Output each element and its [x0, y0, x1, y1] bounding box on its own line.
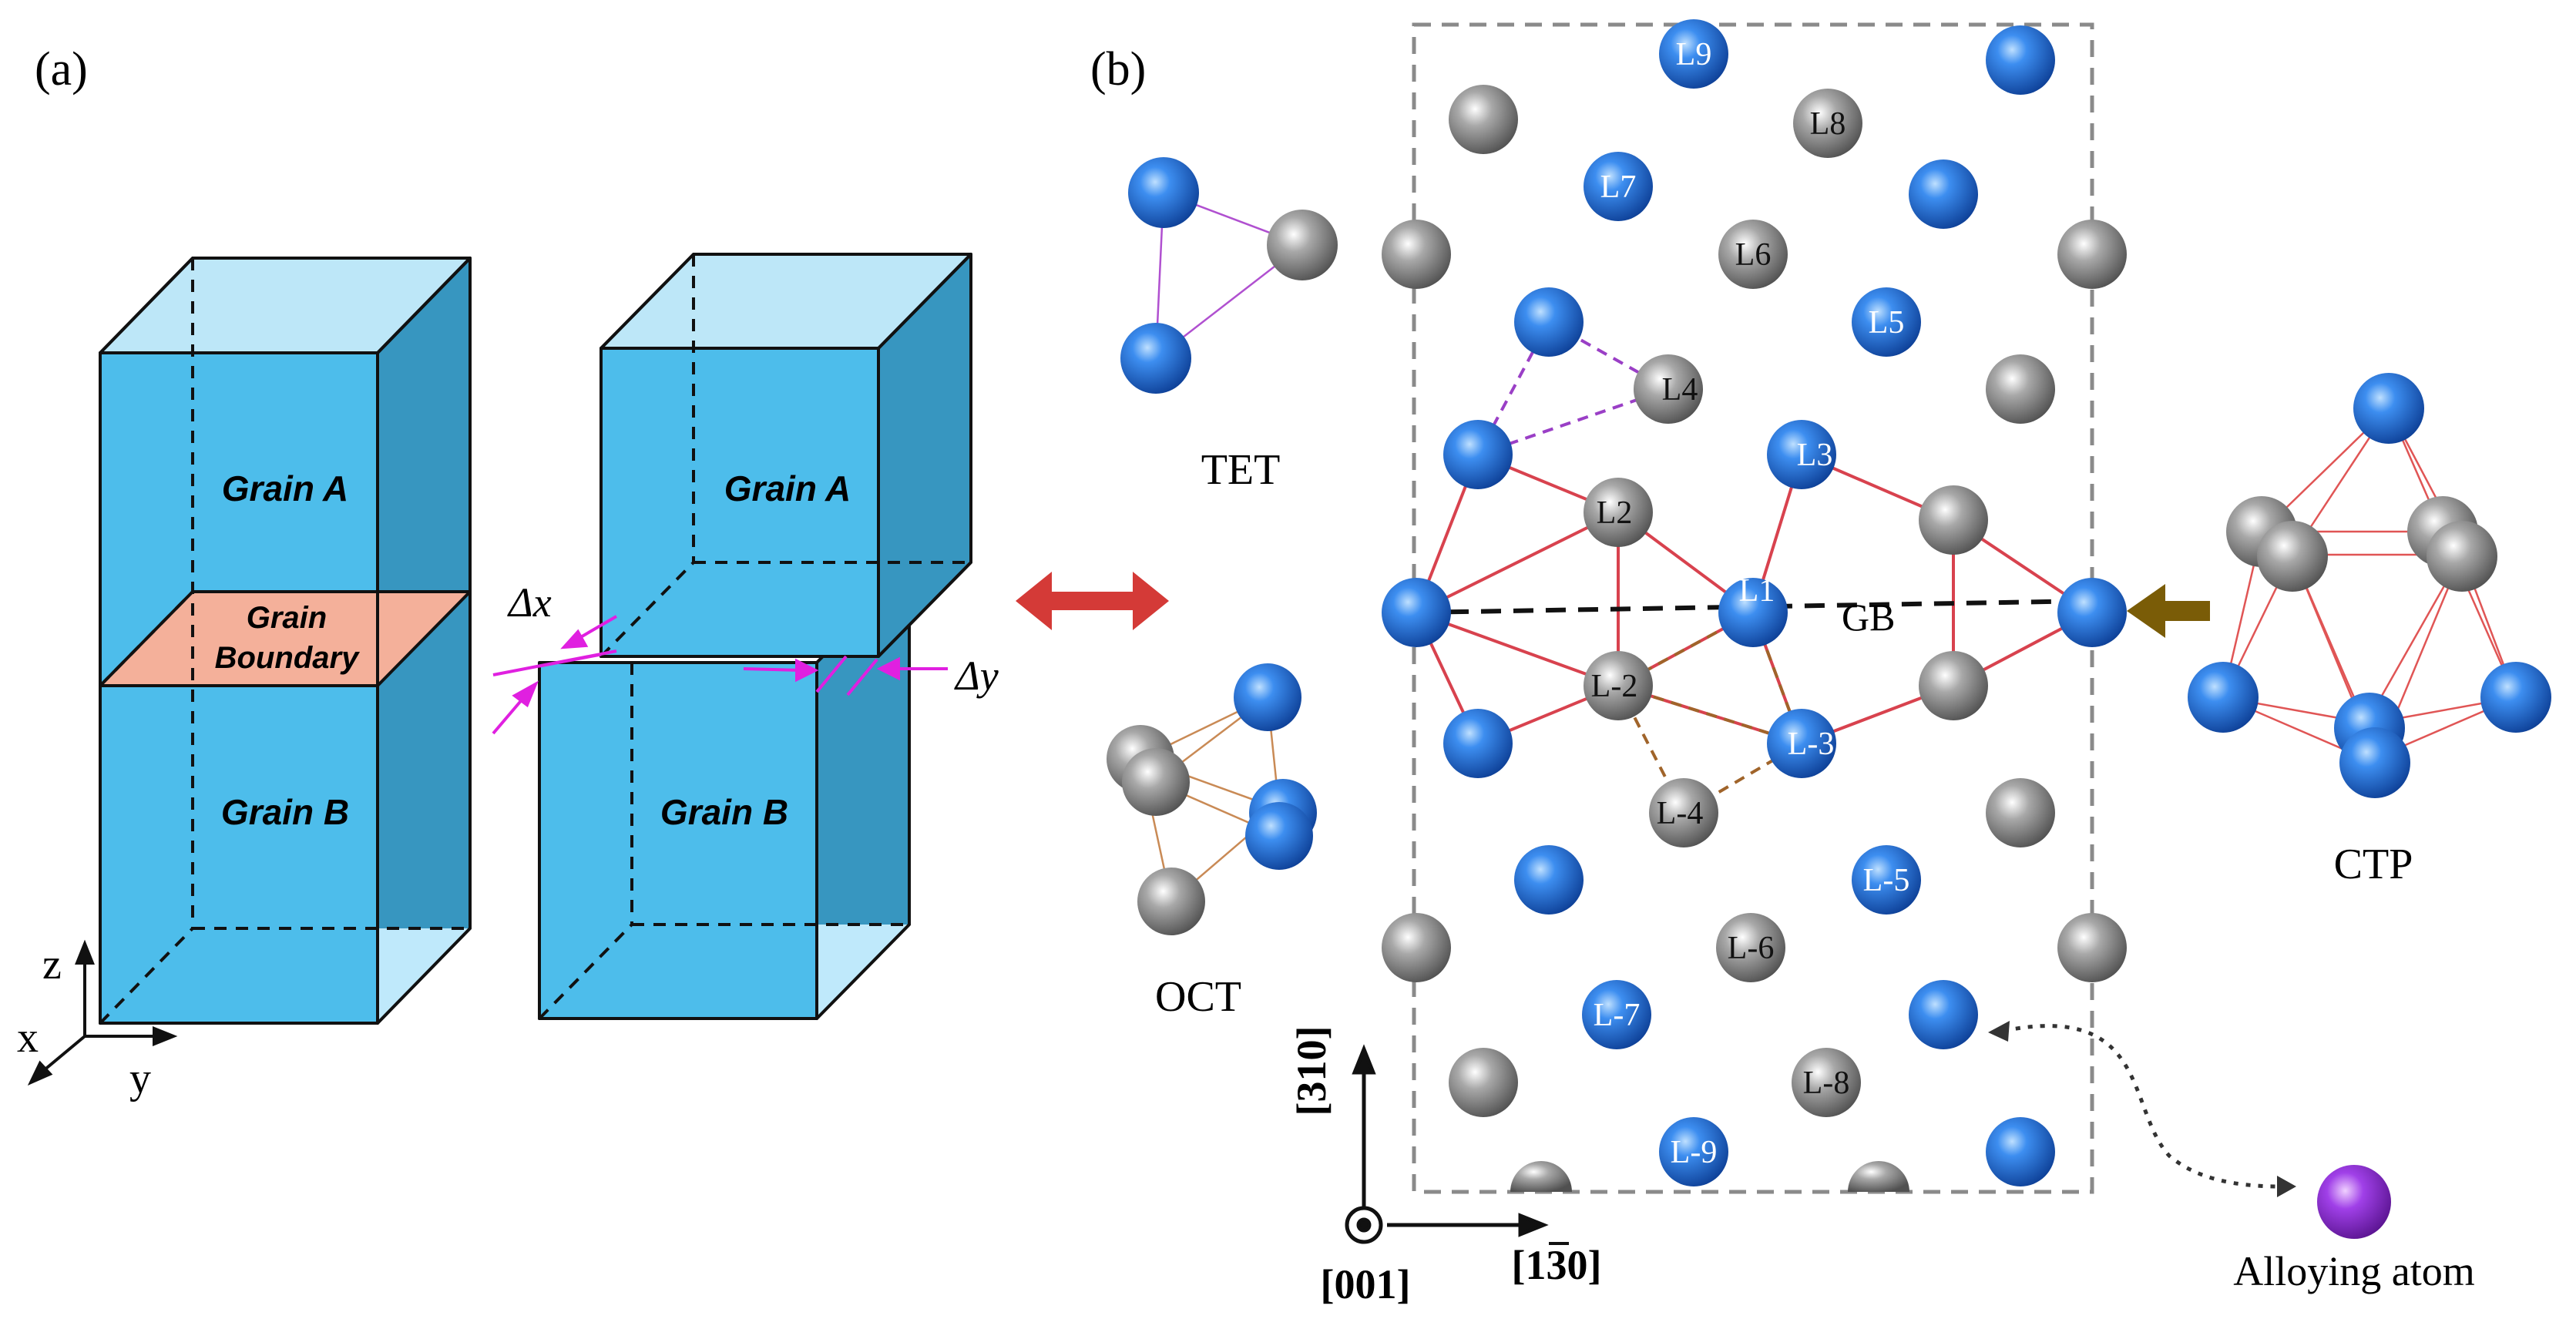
tet-label: TET [1201, 446, 1281, 494]
layer-label-l-5: L-5 [1863, 863, 1910, 898]
dir-310-label: [310] [1288, 1026, 1335, 1116]
right-grain-b-label: Grain B [660, 792, 788, 832]
double-arrow [1016, 572, 1169, 630]
layer-label-l-3: L-3 [1788, 727, 1835, 762]
gb-label: GB [1842, 596, 1895, 639]
oct-cluster [1107, 663, 1317, 935]
panel-b-label: (b) [1090, 43, 1146, 96]
coord-axes [27, 939, 178, 1086]
layer-label-l2: L2 [1597, 495, 1633, 531]
delta-x-label: Δx [507, 579, 552, 626]
right-prism-grain-b [538, 567, 911, 1020]
dir-001-label: [001] [1321, 1261, 1411, 1307]
layer-label-l-9: L-9 [1671, 1135, 1718, 1170]
gb-label-line1: Grain [247, 601, 327, 635]
layer-label-l-4: L-4 [1657, 796, 1704, 831]
alloy-pointer-head-left [1988, 1021, 2010, 1042]
layer-label-l7: L7 [1600, 169, 1637, 205]
oct-site-lines [1616, 610, 1805, 815]
right-prism-grain-a [539, 253, 972, 664]
ctp-cluster [2188, 373, 2551, 798]
panel-a-label: (a) [35, 43, 88, 96]
gb-label-line2: Boundary [215, 641, 360, 675]
axis-z-label: z [42, 941, 62, 988]
oct-label: OCT [1155, 973, 1241, 1021]
alloy-pointer [2003, 1024, 2282, 1189]
dir-130-label: [130] [1512, 1242, 1602, 1288]
alloying-atom [2317, 1165, 2391, 1239]
left-grain-b-label: Grain B [221, 792, 349, 832]
layer-label-l6: L6 [1735, 237, 1772, 273]
layer-label-l3: L3 [1797, 438, 1833, 473]
left-prism [99, 257, 472, 1025]
ctp-label: CTP [2334, 841, 2413, 888]
tet-cluster [1120, 157, 1338, 394]
layer-label-l9: L9 [1676, 37, 1712, 72]
alloy-pointer-head-right [2277, 1176, 2296, 1197]
layer-label-l8: L8 [1810, 106, 1846, 142]
delta-y-label: Δy [954, 653, 999, 699]
axis-y-label: y [129, 1055, 151, 1102]
labeled-atoms: L9 L8 L7 L6 L5 L4 L3 L2 L1 L-2 L-3 L-4 L… [1582, 19, 1921, 1186]
layer-label-l-6: L-6 [1728, 931, 1775, 966]
crystal-axes [1345, 1044, 1549, 1244]
tet-site-lines [1474, 321, 1672, 458]
alloying-atom-label: Alloying atom [2233, 1248, 2474, 1294]
layer-label-l1: L1 [1739, 573, 1775, 609]
left-grain-a-label: Grain A [222, 468, 348, 508]
layer-label-l-8: L-8 [1803, 1066, 1850, 1101]
layer-label-l-7: L-7 [1594, 998, 1641, 1033]
right-grain-a-label: Grain A [724, 468, 851, 508]
gb-arrow [2127, 584, 2210, 638]
offset-markers [492, 615, 948, 735]
atoms [1382, 25, 2127, 1186]
layer-label-l-2: L-2 [1591, 669, 1638, 704]
layer-label-l4: L4 [1662, 372, 1698, 408]
layer-label-l5: L5 [1869, 305, 1905, 341]
clipped-atoms [1510, 1161, 1909, 1192]
axis-x-label: x [17, 1014, 39, 1062]
